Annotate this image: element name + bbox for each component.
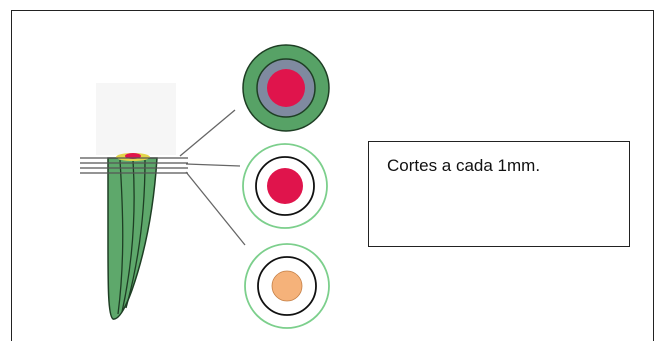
section-2-red-core [267, 168, 303, 204]
root-background-shade [96, 83, 176, 155]
section-3-orange-core [271, 270, 303, 302]
root-vascular-line-2 [121, 159, 135, 313]
pointer-lines [179, 109, 246, 246]
section-2 [242, 143, 328, 229]
pointer-line-2 [185, 163, 241, 167]
pointer-line-1 [179, 109, 236, 157]
note-text: Cortes a cada 1mm. [387, 156, 541, 175]
root-vascular-line-1 [117, 159, 124, 315]
section-1-red-core [267, 69, 305, 107]
root-vascular-line-3 [125, 159, 146, 309]
section-1 [242, 44, 330, 132]
pointer-line-3 [185, 171, 246, 246]
root-drawing [107, 153, 158, 320]
section-3 [244, 243, 330, 329]
cut-planes [80, 157, 188, 174]
note-box: Cortes a cada 1mm. [368, 141, 630, 247]
figure-frame [11, 10, 654, 341]
